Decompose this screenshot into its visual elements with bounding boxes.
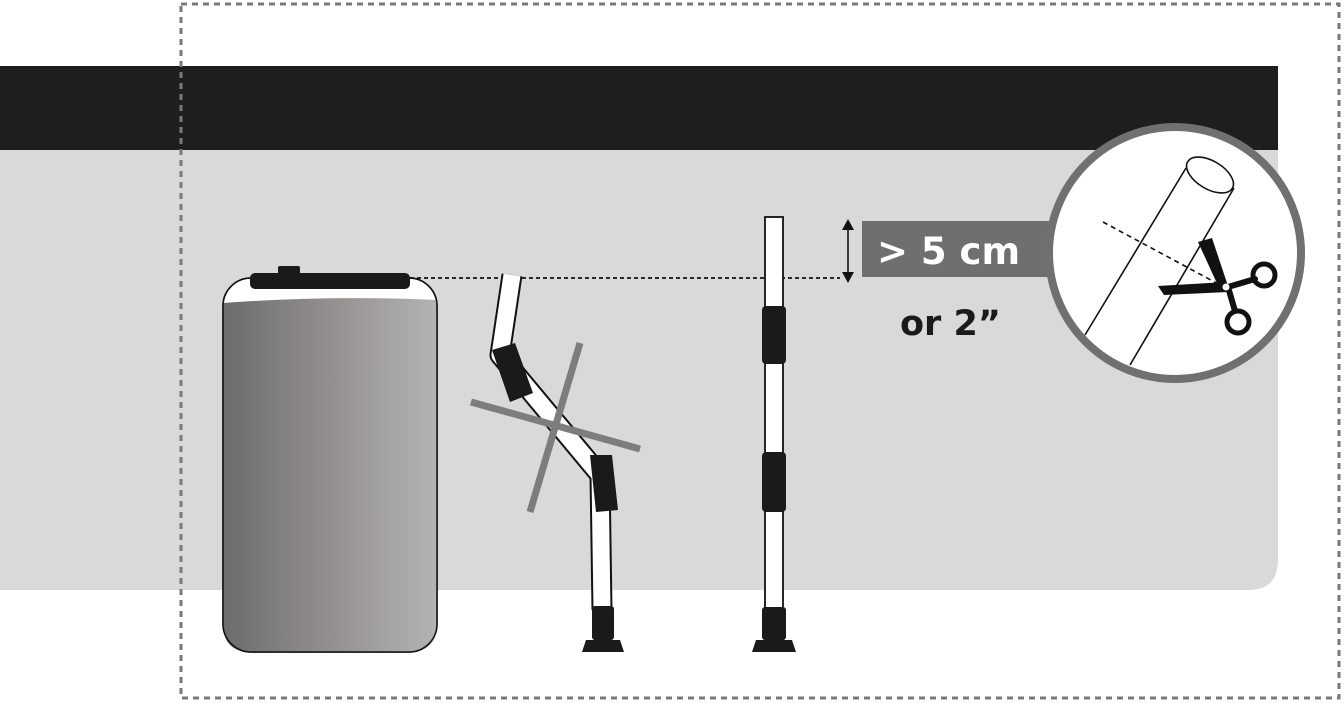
straight-foot-connector — [762, 607, 786, 640]
measurement-label-alt: or 2” — [900, 304, 1001, 344]
bent-joint-lower — [590, 455, 618, 512]
bent-joint-upper — [492, 343, 533, 402]
cut-detail-circle — [1045, 123, 1305, 383]
straight-joint-1 — [762, 306, 786, 364]
measurement-arrow-shape — [862, 221, 1096, 277]
straight-tube-icon — [752, 216, 796, 652]
scissors-icon — [1158, 238, 1278, 336]
water-tank-icon — [222, 266, 438, 653]
measurement-label: > 5 cm — [877, 230, 1020, 273]
tank-lid — [250, 273, 410, 289]
cut-circle-ring — [1045, 123, 1305, 383]
double-arrow-icon — [842, 219, 854, 283]
tank-cap — [278, 266, 300, 276]
bent-tube-icon — [489, 273, 624, 652]
straight-joint-2 — [762, 452, 786, 512]
bent-foot-connector — [592, 606, 614, 640]
straight-foot — [752, 640, 796, 652]
bent-foot — [582, 640, 624, 652]
top-dark-band — [0, 66, 1278, 150]
cross-mark-icon — [470, 342, 641, 513]
dashed-border — [179, 2, 1341, 700]
cut-guide-line — [1102, 221, 1223, 287]
